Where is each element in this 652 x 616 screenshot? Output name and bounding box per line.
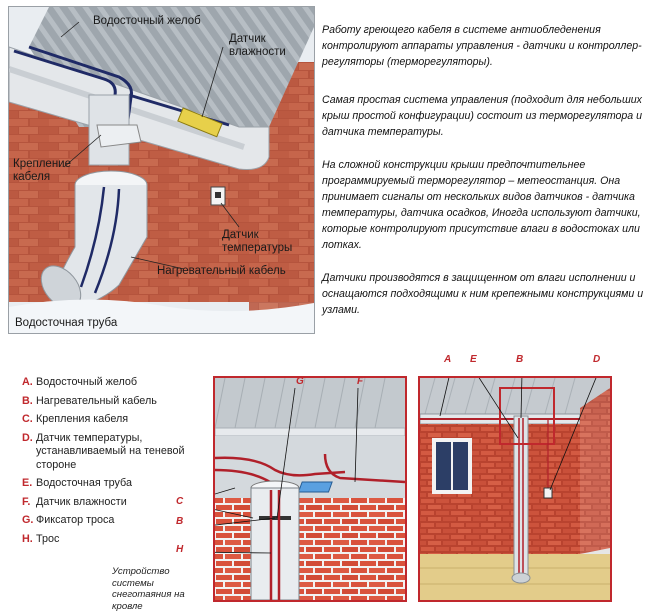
mid-letter-h: H <box>176 544 184 555</box>
label-temperature-sensor: Датчик температуры <box>222 229 293 254</box>
label-cable-mount: Крепление кабеля <box>13 158 71 183</box>
paragraph-3: На сложной конструкции крыши предпочтите… <box>322 159 641 251</box>
legend-text: Водосточная труба <box>36 477 132 489</box>
label-heating-cable: Нагревательный кабель <box>157 265 286 277</box>
legend-item: A.Водосточный желоб <box>22 376 197 390</box>
legend-item: F. Датчик влажности <box>22 496 197 510</box>
paragraph-4: Датчики производятся в защищенном от вла… <box>322 272 644 316</box>
legend-item: H.Трос <box>22 533 197 547</box>
legend-letter: B. <box>22 394 33 407</box>
right-letter-a: A <box>444 354 452 365</box>
legend-item: G.Фиксатор троса <box>22 514 197 528</box>
gutter-heating-drawing <box>9 7 314 333</box>
legend-text: Датчик температуры, устанавливаемый на т… <box>36 431 185 471</box>
right-letter-b: B <box>516 354 524 365</box>
description-text: Работу греющего кабеля в системе антиобл… <box>322 22 647 335</box>
legend-text: Водосточный желоб <box>36 376 138 388</box>
label-downpipe: Водосточная труба <box>15 317 118 329</box>
top-gutter-illustration: Водосточный желоб Датчик влажности Крепл… <box>8 6 315 334</box>
legend-item: D.Датчик температуры, устанавливаемый на… <box>22 432 197 473</box>
paragraph-1: Работу греющего кабеля в системе антиобл… <box>322 24 642 68</box>
legend-letter: F. <box>22 495 31 508</box>
label-humidity-sensor: Датчик влажности <box>229 33 286 58</box>
legend-text: Крепления кабеля <box>36 413 129 425</box>
legend-text: Фиксатор троса <box>36 514 115 526</box>
right-letter-e: E <box>470 354 477 365</box>
legend-text: Датчик влажности <box>36 495 127 508</box>
legend-text: Нагревательный кабель <box>36 394 157 407</box>
right-letter-d: D <box>593 354 601 365</box>
legend-letter: A. <box>22 376 33 388</box>
legend-item: B.Нагревательный кабель <box>22 395 197 409</box>
middle-detail-illustration: G F <box>213 376 407 602</box>
legend-letter: H. <box>22 532 33 545</box>
downpipe-detail-drawing <box>215 378 405 600</box>
mid-letter-b: B <box>176 516 184 527</box>
legend-letter: D. <box>22 431 33 444</box>
caption: Устройство системы снеготаяния на кровле <box>112 566 185 612</box>
legend-letter: C. <box>22 413 33 425</box>
legend-letter: G. <box>22 514 34 526</box>
legend-item: E.Водосточная труба <box>22 477 197 491</box>
legend-text: Трос <box>36 532 60 545</box>
mid-letter-g: G <box>296 376 304 387</box>
mid-letter-c: C <box>176 496 184 507</box>
right-house-illustration <box>418 376 612 602</box>
paragraph-2: Самая простая система управления (подход… <box>322 94 643 138</box>
mid-letter-f: F <box>357 376 364 387</box>
house-corner-drawing <box>420 378 610 600</box>
label-gutter: Водосточный желоб <box>93 15 201 27</box>
legend-letter: E. <box>22 477 33 489</box>
legend-item: C.Крепления кабеля <box>22 413 197 427</box>
